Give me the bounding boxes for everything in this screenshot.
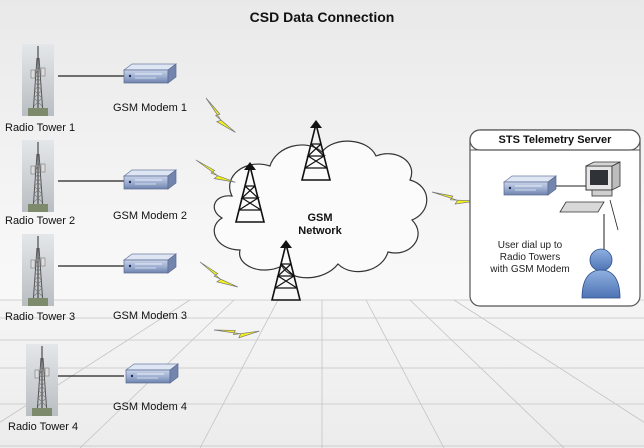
network-label-line2: Network (296, 225, 344, 238)
lightning-bolt-icon (202, 98, 240, 132)
modem-label-1: GSM Modem 1 (113, 102, 187, 114)
radio-tower-icon (22, 234, 54, 306)
tower-label-4: Radio Tower 4 (8, 421, 78, 433)
modem-label-4: GSM Modem 4 (113, 401, 187, 413)
tower-label-2: Radio Tower 2 (5, 215, 75, 227)
network-label: GSM Network (296, 212, 344, 238)
gsm-modem-icon (504, 176, 556, 195)
tower-label-3: Radio Tower 3 (5, 311, 75, 323)
server-note-line2: Radio Towers (480, 252, 580, 264)
server-note-line1: User dial up to (480, 240, 580, 252)
server-note-line3: with GSM Modem (480, 264, 580, 276)
gsm-modem-icon (124, 64, 176, 83)
server-title: STS Telemetry Server (470, 134, 640, 146)
network-label-line1: GSM (296, 212, 344, 225)
server-note: User dial up to Radio Towers with GSM Mo… (480, 240, 580, 276)
radio-tower-icon (22, 44, 54, 116)
lightning-bolt-icon (200, 257, 238, 291)
radio-tower-icon (22, 140, 54, 212)
diagram-title: CSD Data Connection (0, 9, 644, 25)
modem-label-2: GSM Modem 2 (113, 210, 187, 222)
gsm-modem-icon (124, 254, 176, 273)
gsm-modem-icon (126, 364, 178, 383)
gsm-modem-icon (124, 170, 176, 189)
radio-tower-icon (26, 344, 58, 416)
modem-label-3: GSM Modem 3 (113, 310, 187, 322)
tower-label-1: Radio Tower 1 (5, 122, 75, 134)
floor-grid (0, 300, 644, 448)
